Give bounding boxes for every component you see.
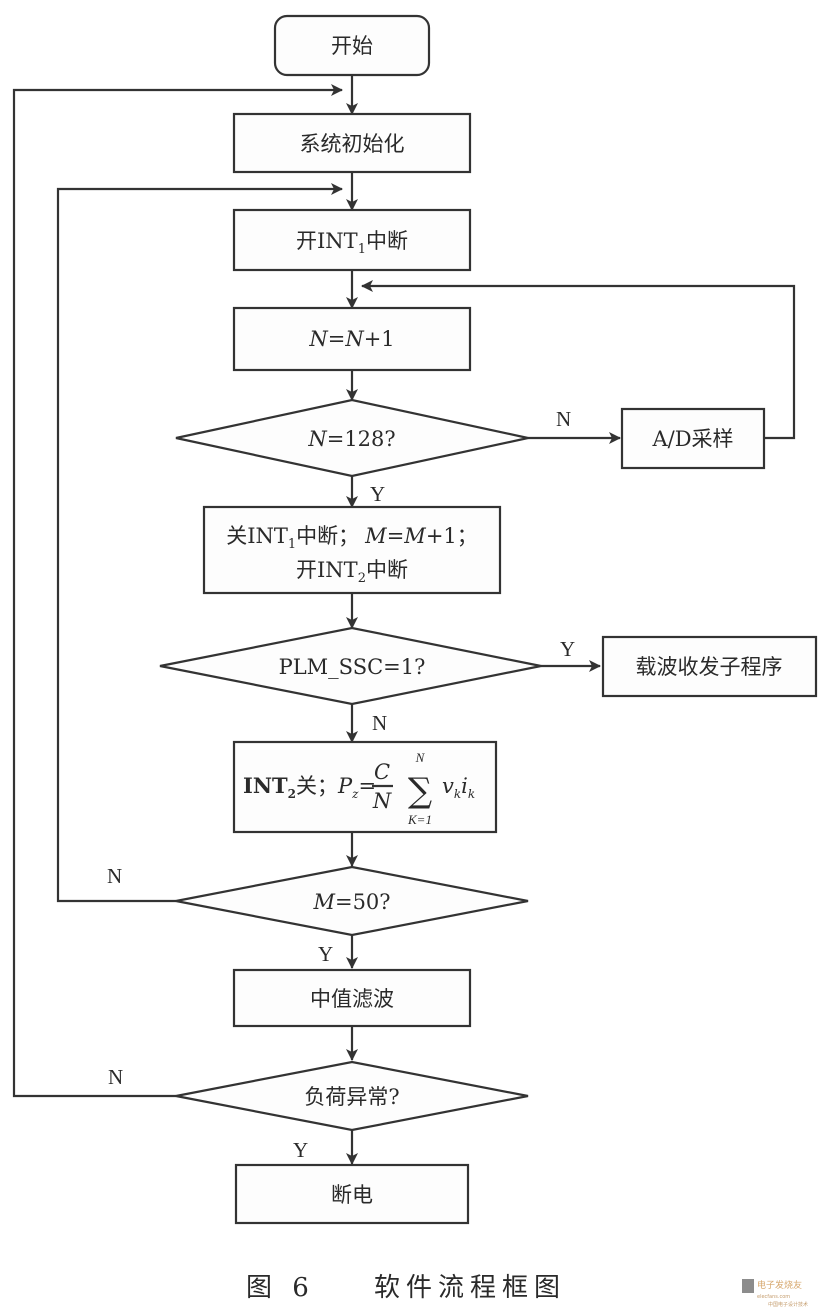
edge-loadcheck-loop bbox=[12, 84, 343, 1098]
node-n-check-label: N=128? bbox=[307, 427, 395, 451]
node-start-label: 开始 bbox=[331, 34, 373, 58]
node-m-check: M=50? bbox=[175, 865, 529, 937]
caption-number: 图 6 bbox=[246, 1273, 315, 1303]
node-median-filter-label: 中值滤波 bbox=[310, 987, 394, 1011]
node-carrier: 载波收发子程序 bbox=[601, 635, 818, 698]
watermark-brand: 电子发烧友 bbox=[757, 1279, 802, 1291]
node-power-off-label: 断电 bbox=[331, 1183, 373, 1207]
node-n-increment-label: N=N+1 bbox=[308, 327, 394, 351]
node-median-filter: 中值滤波 bbox=[232, 968, 472, 1028]
watermark-tagline: 中国电子设计技术 bbox=[768, 1301, 808, 1308]
edge-label-loadcheck-no: N bbox=[108, 1065, 123, 1089]
edge-adsample-loop bbox=[361, 280, 796, 440]
node-close-int1-line2: 开INT2中断 bbox=[296, 558, 408, 586]
node-plm-check-label: PLM_SSC=1? bbox=[279, 655, 426, 679]
node-open-int1-label: 开INT1中断 bbox=[296, 229, 408, 257]
figure-caption: 图 6 软件流程框图 bbox=[246, 1273, 566, 1303]
node-init: 系统初始化 bbox=[232, 112, 472, 174]
node-start: 开始 bbox=[273, 14, 431, 77]
node-n-increment: N=N+1 bbox=[232, 306, 472, 372]
node-ad-sample: A/D采样 bbox=[620, 407, 766, 470]
node-power-calc-term: vkik bbox=[442, 774, 475, 801]
node-power-off: 断电 bbox=[234, 1163, 470, 1225]
node-power-calc-prefix: INT2关；Pz= bbox=[243, 773, 376, 801]
node-ad-sample-label: A/D采样 bbox=[651, 427, 733, 451]
node-n-check: N=128? bbox=[175, 398, 529, 478]
node-load-check: 负荷异常? bbox=[175, 1060, 529, 1132]
node-carrier-label: 载波收发子程序 bbox=[636, 655, 783, 679]
node-power-calc-frac-den: N bbox=[372, 789, 392, 813]
edge-label-plmcheck-no: N bbox=[372, 711, 387, 735]
edge-label-ncheck-no: N bbox=[556, 407, 571, 431]
watermark-site: elecfans.com bbox=[757, 1294, 790, 1300]
edge-label-ncheck-yes: Y bbox=[370, 482, 385, 506]
caption-title: 软件流程框图 bbox=[374, 1273, 566, 1303]
node-close-int1: 关INT1中断；M=M+1； 开INT2中断 bbox=[202, 505, 502, 595]
edge-labels: N Y Y N N Y N Y bbox=[107, 407, 575, 1162]
sigma-symbol: ∑ bbox=[408, 771, 432, 811]
node-load-check-label: 负荷异常? bbox=[304, 1085, 399, 1109]
connectors bbox=[12, 75, 796, 1165]
node-m-check-label: M=50? bbox=[312, 890, 390, 914]
edge-mcheck-loop bbox=[56, 183, 343, 903]
node-open-int1: 开INT1中断 bbox=[232, 208, 472, 272]
node-power-calc: INT2关；Pz= C N N ∑ K=1 vkik bbox=[232, 740, 498, 834]
watermark-logo-icon bbox=[742, 1279, 754, 1293]
node-init-label: 系统初始化 bbox=[300, 132, 405, 156]
node-power-calc-frac-num: C bbox=[374, 760, 390, 784]
watermark-logo: 电子发烧友 elecfans.com 中国电子设计技术 bbox=[742, 1279, 808, 1308]
edge-label-mcheck-yes: Y bbox=[318, 942, 333, 966]
node-close-int1-line1: 关INT1中断；M=M+1； bbox=[226, 524, 478, 552]
edge-label-mcheck-no: N bbox=[107, 864, 122, 888]
node-power-calc-sum-upper: N bbox=[415, 750, 426, 765]
node-plm-check: PLM_SSC=1? bbox=[159, 626, 542, 706]
node-power-calc-sum-lower: K=1 bbox=[407, 812, 432, 827]
edge-label-plmcheck-yes: Y bbox=[560, 637, 575, 661]
edge-label-loadcheck-yes: Y bbox=[293, 1138, 308, 1162]
